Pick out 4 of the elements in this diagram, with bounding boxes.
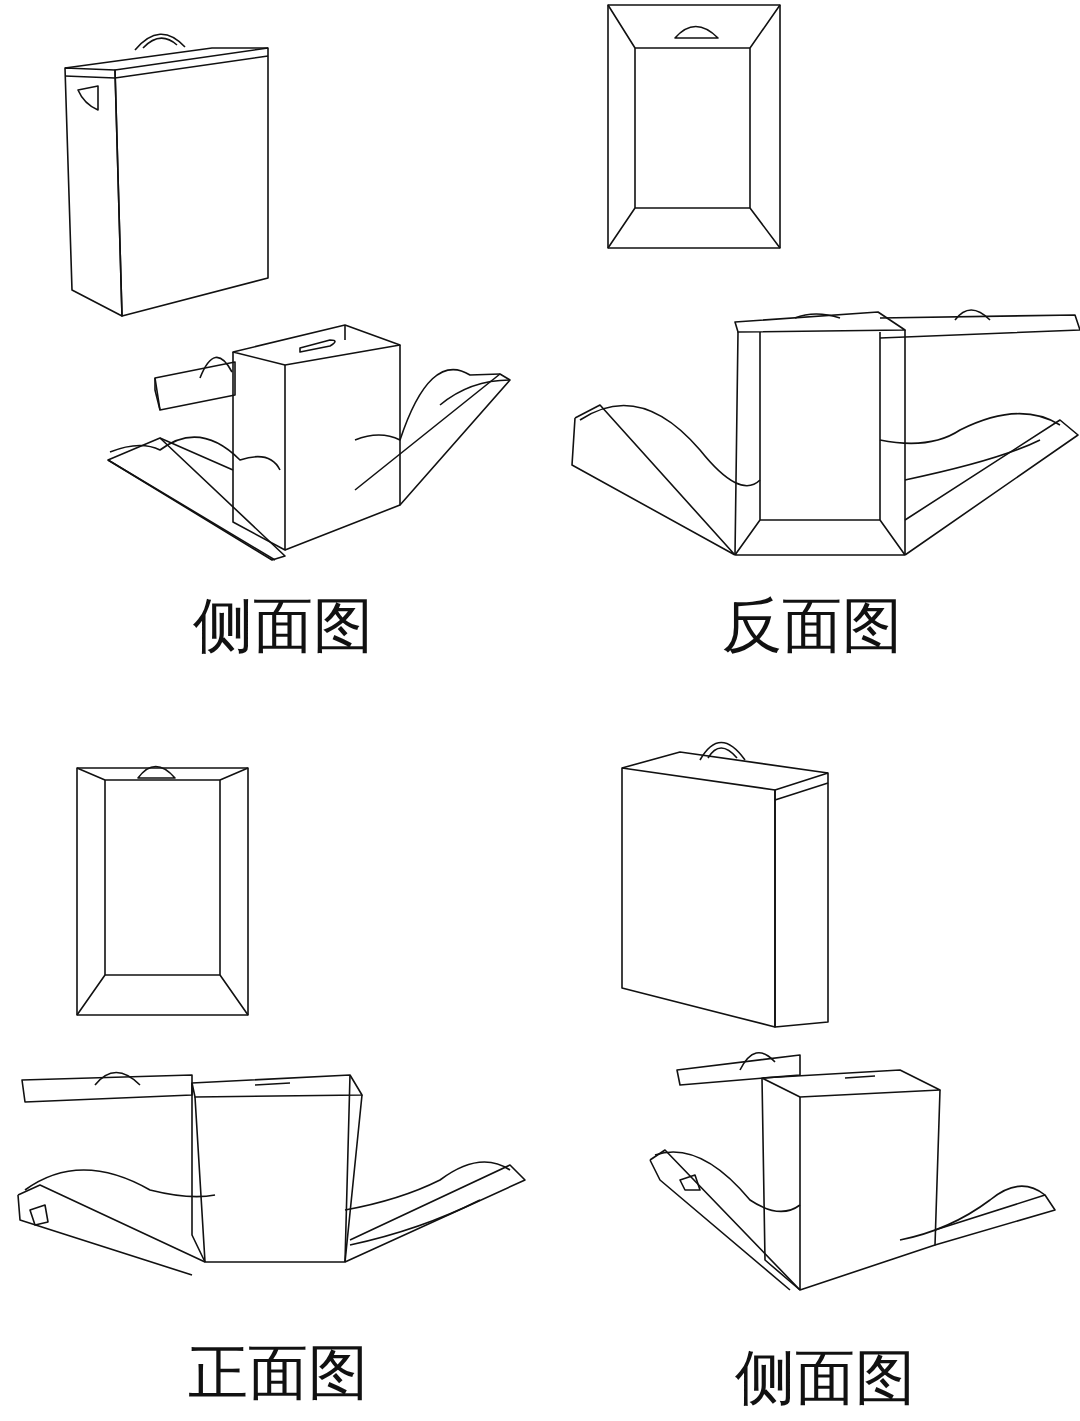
view-caption: 正面图 xyxy=(188,1340,368,1406)
view-caption: 侧面图 xyxy=(735,1345,915,1411)
view-caption: 侧面图 xyxy=(193,593,373,659)
view-caption: 反面图 xyxy=(722,593,902,659)
